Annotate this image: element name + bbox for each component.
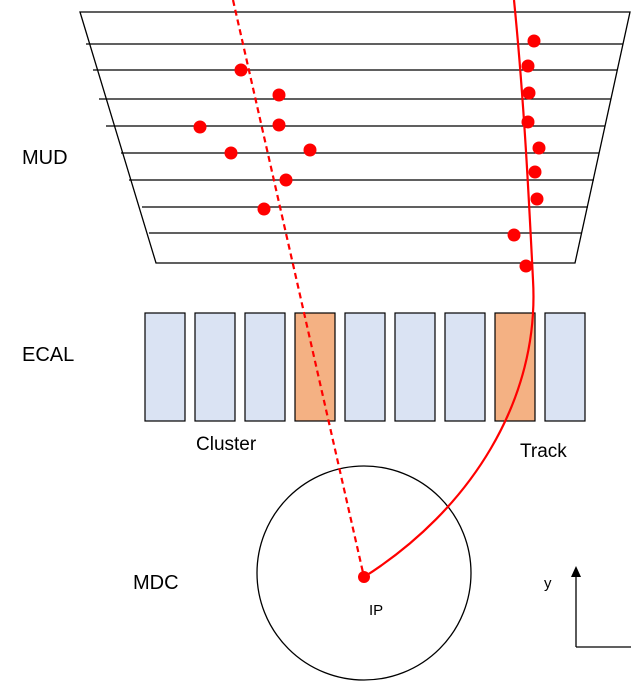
ecal-cell <box>394 312 436 422</box>
mdc-circle <box>256 465 472 681</box>
hit-point <box>224 146 238 160</box>
cluster-dashed-line <box>231 0 366 578</box>
hit-point <box>234 63 248 77</box>
ecal-detector <box>144 312 586 422</box>
mud-detector <box>79 11 631 264</box>
ip-point <box>358 571 370 583</box>
hit-point <box>532 141 546 155</box>
hit-point <box>257 202 271 216</box>
ecal-label: ECAL <box>22 344 75 366</box>
hit-point <box>272 118 286 132</box>
mud-layers <box>86 43 623 234</box>
hit-point <box>519 259 533 273</box>
track-hits <box>507 34 546 273</box>
ecal-cell-highlighted <box>294 312 336 422</box>
mud-label: MUD <box>22 147 68 169</box>
mdc-label: MDC <box>133 572 179 594</box>
hit-point <box>527 34 541 48</box>
cluster-label: Cluster <box>196 434 257 455</box>
track-label: Track <box>520 441 567 462</box>
ecal-cell-highlighted <box>494 312 536 422</box>
ecal-cell <box>244 312 286 422</box>
mud-outline <box>79 11 631 264</box>
hit-point <box>193 120 207 134</box>
hit-point <box>272 88 286 102</box>
hit-point <box>279 173 293 187</box>
hit-point <box>507 228 521 242</box>
ecal-cell <box>344 312 386 422</box>
hit-point <box>522 86 536 100</box>
ecal-cell <box>194 312 236 422</box>
hit-point <box>521 115 535 129</box>
ecal-cell <box>544 312 586 422</box>
ecal-cell <box>444 312 486 422</box>
hit-point <box>303 143 317 157</box>
axis-indicator <box>571 566 631 648</box>
hit-point <box>521 59 535 73</box>
cluster-hits <box>193 63 317 216</box>
ip-label: IP <box>369 602 384 619</box>
ecal-cell <box>144 312 186 422</box>
y-axis-arrowhead <box>571 566 581 577</box>
track-curve <box>363 0 535 578</box>
hit-point <box>530 192 544 206</box>
y-axis-label: y <box>544 575 552 592</box>
hit-point <box>528 165 542 179</box>
